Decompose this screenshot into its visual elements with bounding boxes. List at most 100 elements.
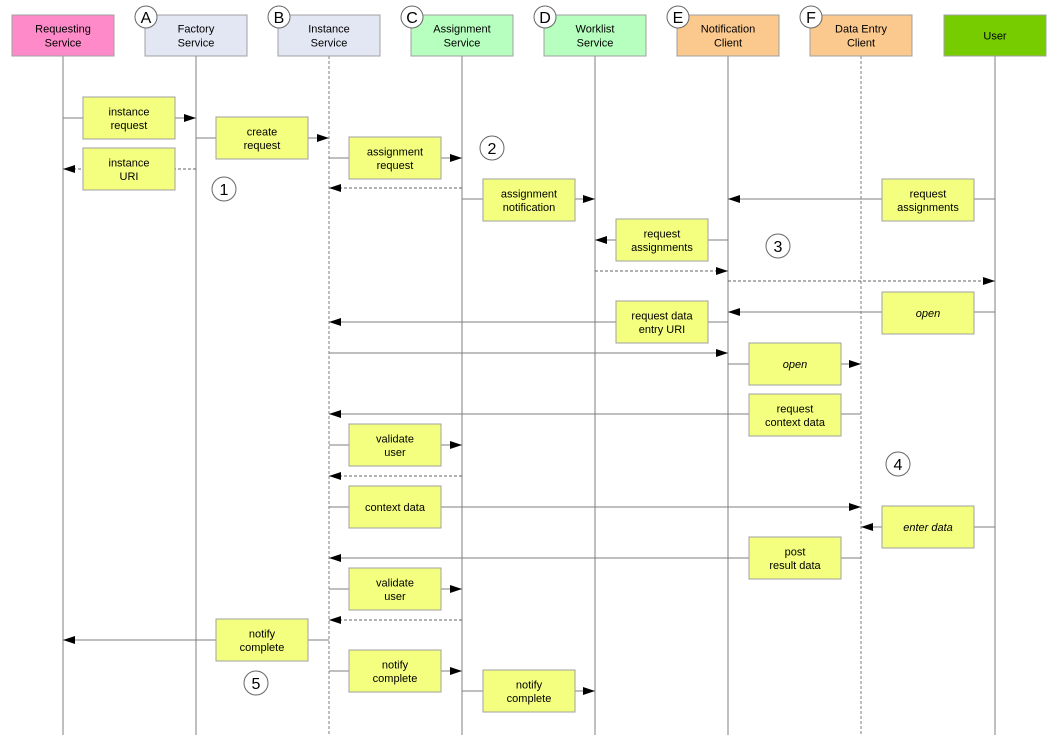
message-label-box	[615, 218, 709, 262]
participant-box	[277, 14, 381, 57]
participant-label: Requesting	[35, 24, 91, 36]
message-label: create	[247, 126, 278, 138]
participant-box	[943, 14, 1047, 57]
step-circle	[211, 176, 237, 202]
participant-label: Client	[847, 38, 875, 50]
message-label-box	[482, 669, 576, 713]
message-label-box	[348, 136, 442, 180]
message-label: user	[384, 591, 406, 603]
message: notify complete	[63, 618, 329, 662]
participant-label: Service	[577, 38, 614, 50]
participant-label: Service	[178, 38, 215, 50]
message-label: entry URI	[639, 324, 685, 336]
message-label-box	[482, 178, 576, 222]
participant-badge-letter: D	[539, 10, 551, 27]
step-marker: 4	[885, 451, 911, 477]
participant-label: Service	[444, 38, 481, 50]
participant-label: Notification	[701, 24, 755, 36]
message: post result data	[329, 536, 861, 580]
message-label: instance	[109, 157, 150, 169]
participant-label: User	[983, 31, 1007, 43]
message-label-box	[82, 147, 176, 191]
message: context data	[329, 485, 861, 529]
participant-label: Service	[45, 38, 82, 50]
step-marker: 3	[765, 233, 791, 259]
message-label-box	[348, 567, 442, 611]
message-label-box	[748, 393, 842, 437]
step-number: 4	[894, 457, 903, 474]
participant-label: Assignment	[433, 24, 490, 36]
message-label-box	[881, 505, 975, 549]
message-label: assignment	[367, 146, 423, 158]
message: open	[728, 291, 995, 335]
message: assignment request	[329, 136, 462, 180]
participant-badge-letter: F	[806, 10, 816, 27]
message-label: request	[777, 403, 814, 415]
message-label-box	[215, 618, 309, 662]
message-label: URI	[120, 171, 139, 183]
step-circle	[479, 135, 505, 161]
message-label: request	[111, 120, 148, 132]
message-label: request	[377, 160, 414, 172]
message: notify complete	[329, 649, 462, 693]
participant-box	[11, 14, 115, 57]
message-label: complete	[240, 642, 285, 654]
participant-badge	[267, 5, 291, 29]
message-label: assignments	[897, 202, 959, 214]
step-circle	[765, 233, 791, 259]
message-label-box	[348, 649, 442, 693]
step-marker: 2	[479, 135, 505, 161]
step-circle	[885, 451, 911, 477]
message-label-box	[348, 423, 442, 467]
message-label-box	[348, 485, 442, 529]
message-label-box	[881, 291, 975, 335]
participant-label: Instance	[308, 24, 350, 36]
message-label: request data	[631, 310, 693, 322]
participant-user: User	[943, 14, 1047, 57]
participant-badge-letter: B	[274, 10, 285, 27]
message: enter data	[861, 505, 995, 549]
step-circle	[243, 670, 269, 696]
participant-box	[676, 14, 780, 57]
message-label-box	[748, 342, 842, 386]
participant-label: Data Entry	[835, 24, 887, 36]
message-label: notify	[249, 628, 276, 640]
participant-badge	[134, 5, 158, 29]
message-label: result data	[769, 560, 821, 572]
participant-badge	[400, 5, 424, 29]
participant-label: Client	[714, 38, 742, 50]
message-label-box	[215, 116, 309, 160]
message-label: enter data	[903, 522, 953, 534]
message-label-box	[615, 300, 709, 344]
participant-box	[809, 14, 913, 57]
message-label: post	[785, 546, 806, 558]
participant-label: Worklist	[576, 24, 615, 36]
step-number: 1	[220, 182, 229, 199]
participant-box	[543, 14, 647, 57]
participant-label: Service	[311, 38, 348, 50]
message-label: notify	[382, 659, 409, 671]
message-label-box	[82, 96, 176, 140]
message-label: complete	[373, 673, 418, 685]
step-marker: 1	[211, 176, 237, 202]
participant-badge-letter: A	[141, 10, 152, 27]
message-label: notify	[516, 679, 543, 691]
message-label-box	[881, 178, 975, 222]
step-number: 2	[488, 141, 497, 158]
message-label: validate	[376, 433, 414, 445]
